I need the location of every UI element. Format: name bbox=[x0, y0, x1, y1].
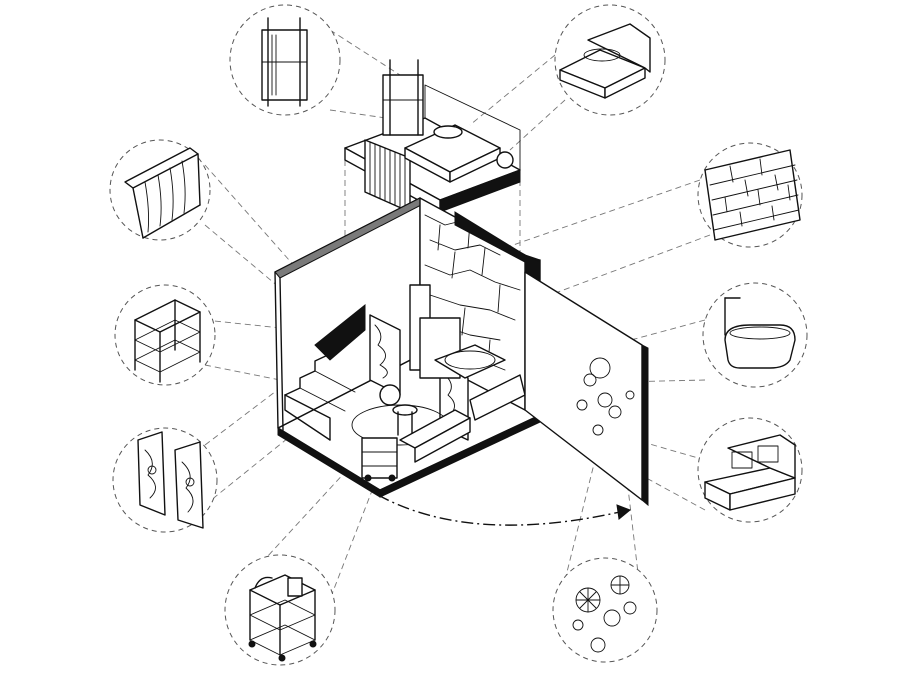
callout-trolley-cart bbox=[224, 554, 336, 666]
carved-screens-icon bbox=[137, 431, 204, 529]
swing-wall-panel bbox=[524, 271, 649, 507]
callout-carved-screens bbox=[112, 427, 218, 533]
callout-sofa bbox=[697, 417, 803, 523]
callout-wardrobe-rack bbox=[229, 4, 341, 116]
main-volume bbox=[274, 197, 541, 498]
railing-icon bbox=[124, 147, 201, 239]
callout-stone-wall bbox=[697, 142, 803, 248]
trolley-cart-icon bbox=[248, 574, 317, 662]
loft-platform bbox=[344, 59, 521, 213]
wall-decoration-icon bbox=[572, 575, 637, 653]
staircase bbox=[284, 303, 366, 441]
inner-sofa bbox=[399, 409, 471, 463]
bathtub-icon bbox=[724, 297, 796, 369]
callout-shelving bbox=[114, 284, 216, 386]
wall-flower-decoration bbox=[576, 357, 635, 436]
callout-wall-decoration bbox=[552, 557, 658, 663]
sofa-icon bbox=[704, 434, 796, 511]
inner-trolley bbox=[361, 437, 398, 482]
stone-wall-icon bbox=[704, 149, 801, 241]
wardrobe-rack-icon bbox=[261, 17, 308, 107]
loft-bed bbox=[404, 124, 514, 183]
bed-icon bbox=[559, 23, 651, 99]
callout-railing bbox=[109, 139, 211, 241]
callout-bathtub bbox=[702, 282, 808, 388]
shelving-icon bbox=[134, 299, 201, 383]
swing-arc-arrow bbox=[377, 494, 631, 526]
loft-wardrobe-rack bbox=[382, 59, 424, 136]
callout-bed bbox=[554, 4, 666, 116]
inner-bathtub bbox=[434, 344, 506, 379]
